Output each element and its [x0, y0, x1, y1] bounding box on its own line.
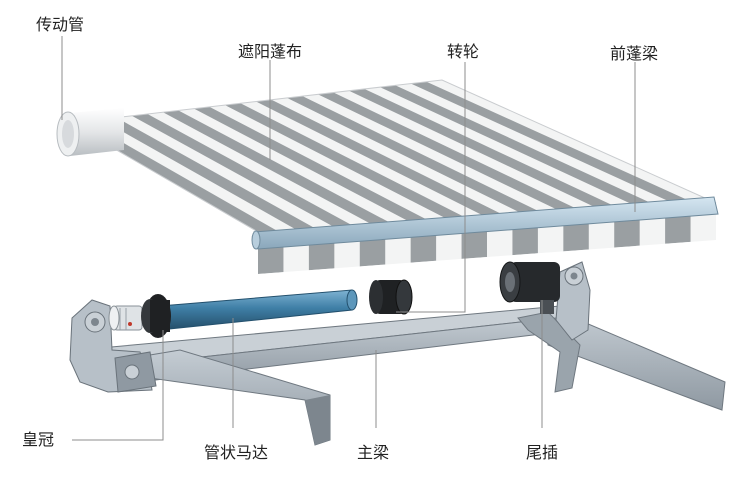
- fabric-stripe: [101, 117, 316, 230]
- label-end-plug: 尾插: [526, 443, 559, 462]
- valance-stripe: [410, 231, 437, 263]
- fabric-stripe: [287, 96, 545, 216]
- left-bracket: [69, 299, 157, 393]
- fabric-stripe: [194, 106, 430, 223]
- awning-fabric: [68, 79, 717, 233]
- rotor: [369, 279, 413, 315]
- valance-stripe: [308, 238, 335, 271]
- fabric-stripe: [132, 114, 354, 228]
- label-main-beam: 主梁: [357, 443, 390, 462]
- valance: [258, 211, 716, 274]
- label-rotor: 转轮: [447, 42, 480, 61]
- label-awning-fabric: 遮阳蓬布: [238, 42, 303, 61]
- fabric-stripe: [163, 110, 392, 225]
- fabric-stripe: [349, 88, 621, 211]
- valance-stripe: [665, 212, 691, 244]
- label-drive-tube: 传动管: [36, 15, 85, 34]
- fabric-stripe: [411, 81, 697, 206]
- tubular-motor: [141, 289, 358, 338]
- valance-stripe: [359, 234, 386, 267]
- crown-part: [108, 305, 143, 331]
- valance-stripe: [614, 216, 640, 248]
- valance-stripe: [512, 223, 538, 256]
- valance-stripe: [563, 220, 589, 252]
- fabric-stripes: [70, 81, 697, 232]
- fabric-stripe: [256, 99, 507, 218]
- label-front-beam: 前蓬梁: [610, 44, 659, 63]
- fabric-stripe: [225, 103, 468, 220]
- valance-stripe: [258, 242, 284, 274]
- valance-stripe: [461, 227, 487, 259]
- leader-lines: [61, 36, 636, 441]
- leader-rotor: [396, 62, 466, 313]
- leader-crown: [72, 330, 164, 441]
- end-plug: [499, 261, 560, 314]
- front-beam: [251, 196, 719, 250]
- label-crown: 皇冠: [22, 430, 55, 449]
- right-bracket: [555, 261, 591, 341]
- drive-tube: [56, 108, 124, 157]
- label-tubular-motor: 管状马达: [204, 443, 269, 462]
- frame: [98, 305, 726, 446]
- fabric-stripe: [318, 92, 583, 213]
- fabric-stripe: [380, 85, 659, 208]
